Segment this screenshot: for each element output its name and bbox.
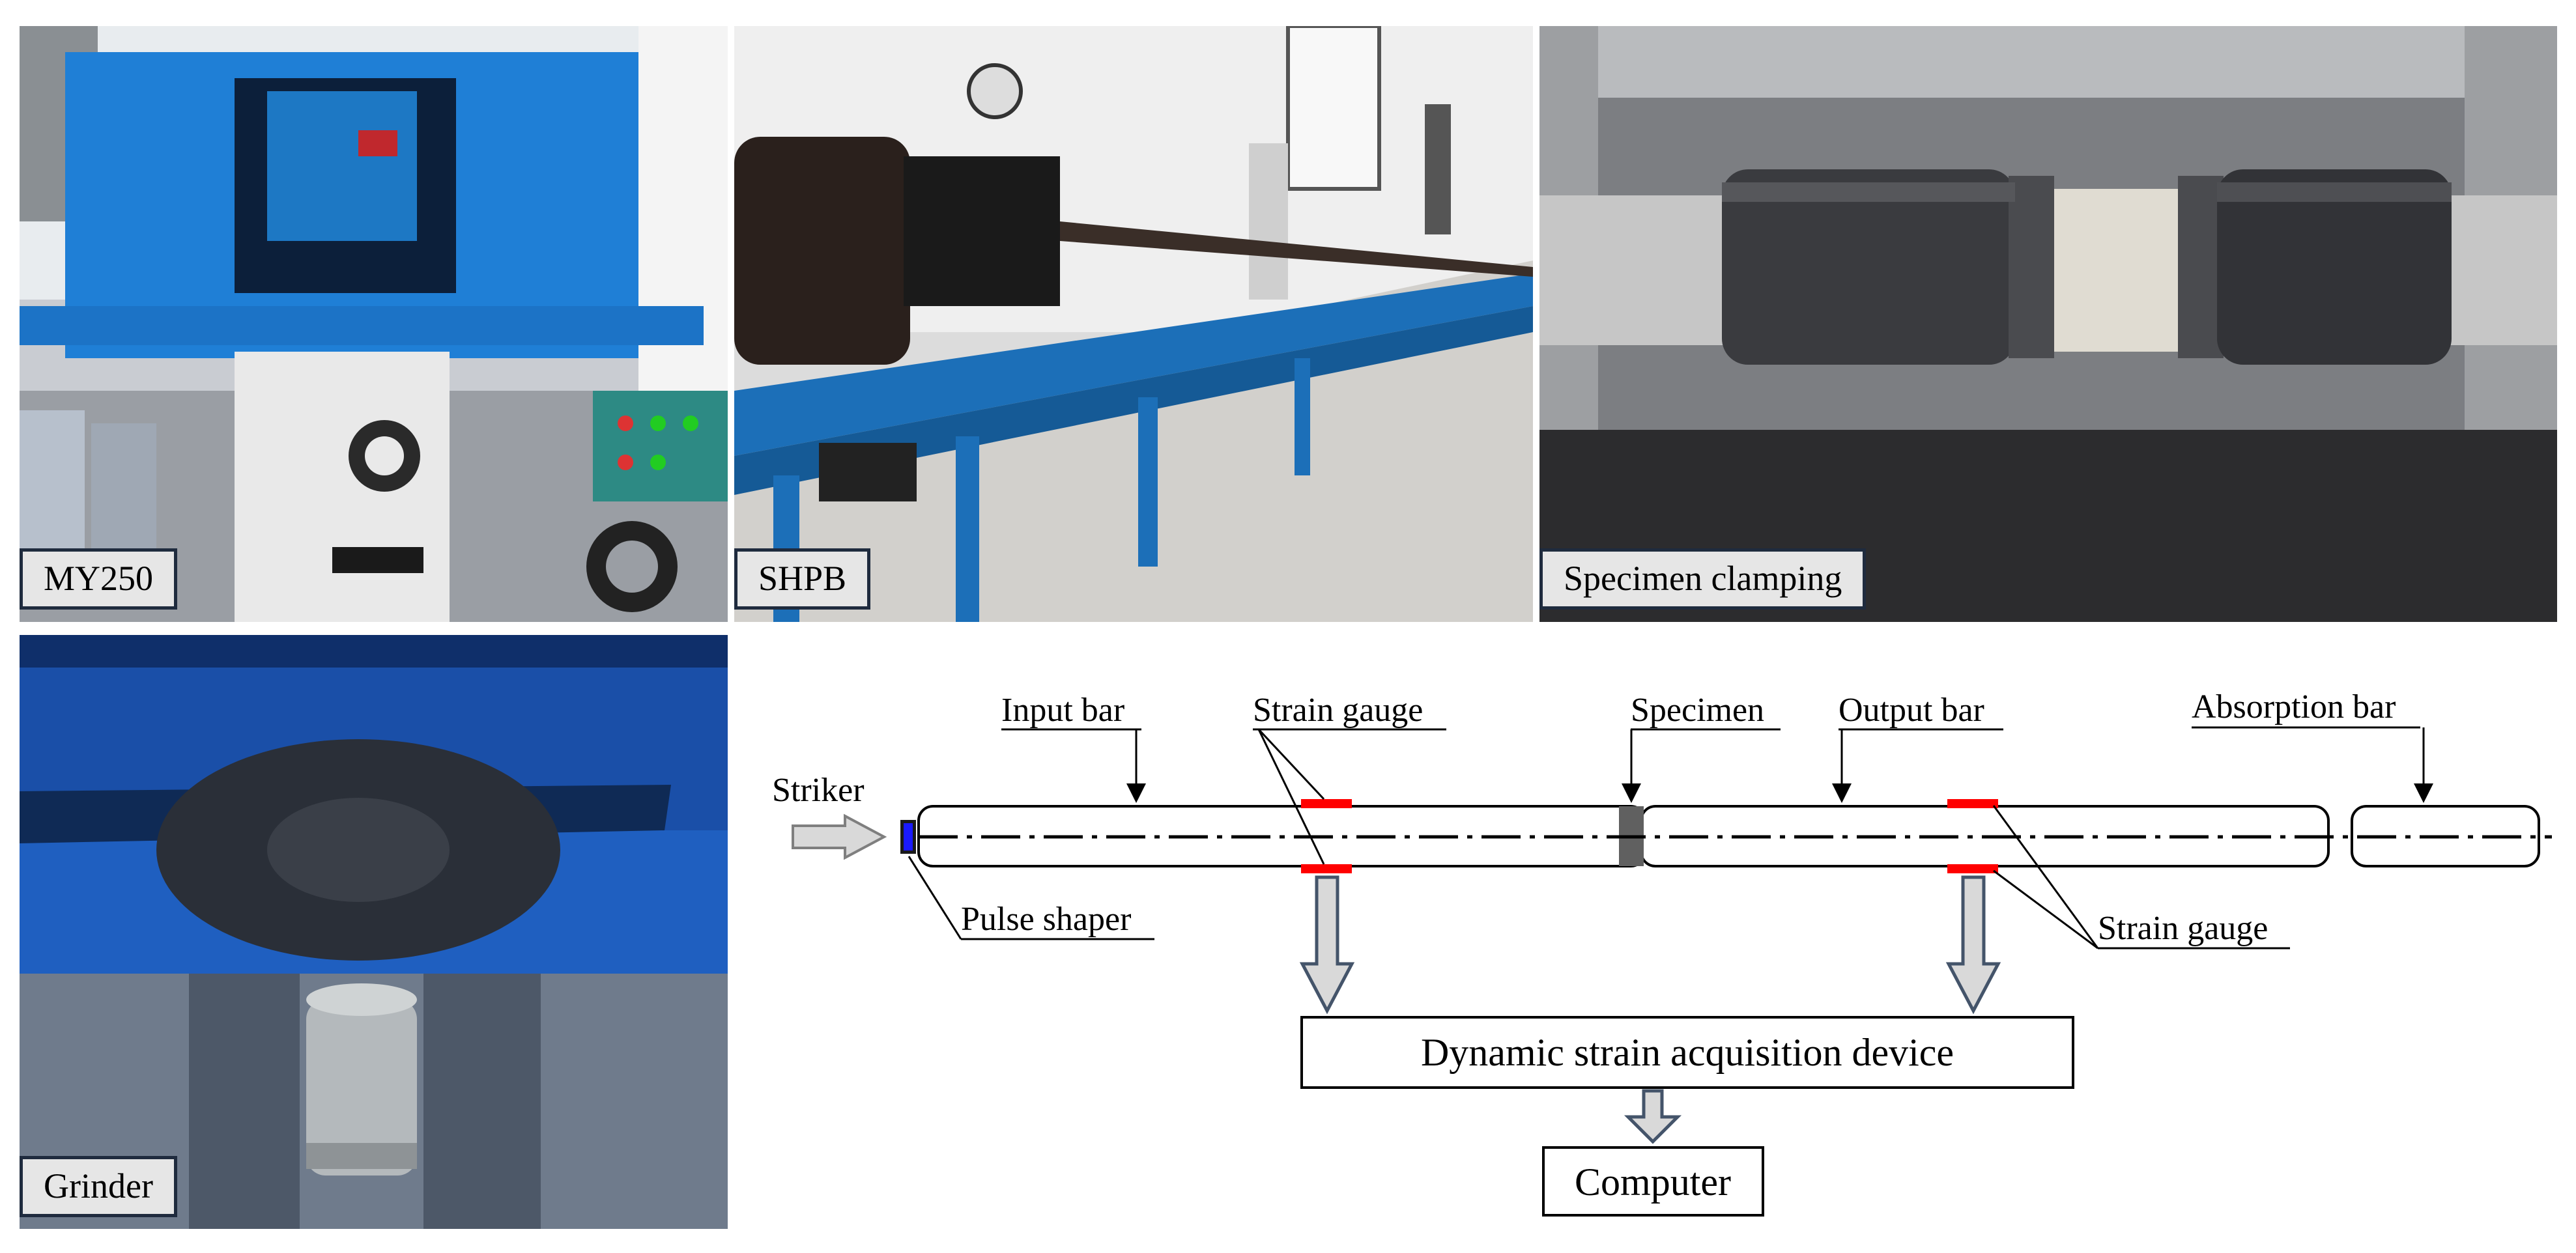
specimen-clamping-caption: Specimen clamping [1539,548,1867,610]
strain-gauge-input-top [1301,799,1352,808]
pulse-shaper-label: Pulse shaper [961,901,1131,938]
my250-machine-illustration [20,26,728,622]
signal-arrow-output [1945,875,2001,1015]
acquisition-device-label: Dynamic strain acquisition device [1421,1031,1954,1074]
shpb-apparatus-illustration [734,26,1533,622]
my250-photo [20,26,728,622]
grinder-illustration [20,635,728,1229]
grinder-caption: Grinder [20,1156,177,1217]
pulse-shaper-fill [904,823,913,851]
strain-gauge-top-label: Strain gauge [1253,692,1423,729]
strain-gauge-top-pointer-1 [1257,728,1325,800]
strain-gauge-bottom-pointer-1 [1992,805,2099,949]
strain-gauge-input-bottom [1301,864,1352,873]
computer-label: Computer [1575,1161,1731,1204]
strain-gauge-output-bottom [1947,864,1998,873]
strain-gauge-output-top [1947,799,1998,808]
signal-arrow-computer [1624,1089,1682,1144]
strain-gauge-bottom-pointer-2 [1993,869,2098,950]
pulse-shaper-pointer [908,856,962,940]
shpb-photo [734,26,1533,622]
acquisition-device-box [1300,1016,2074,1089]
striker-label: Striker [772,772,865,809]
shpb-schematic-svg: Striker Input bar Strain gauge Specimen … [772,688,2552,1217]
input-bar-label: Input bar [1001,692,1124,729]
strain-gauge-top-pointer-2 [1257,729,1325,865]
strain-gauge-bottom-label: Strain gauge [2098,910,2268,947]
output-bar-label: Output bar [1839,692,1984,729]
specimen-label: Specimen [1631,692,1764,729]
my250-caption: MY250 [20,548,178,610]
grinder-photo [20,635,728,1229]
shpb-caption: SHPB [734,548,871,610]
absorption-bar-label: Absorption bar [2192,688,2396,725]
specimen-clamping-photo [1539,26,2557,622]
computer-box [1542,1146,1764,1217]
shpb-schematic: Striker Input bar Strain gauge Specimen … [734,635,2576,1253]
specimen-clamping-illustration [1539,26,2557,622]
striker-arrow [792,813,887,860]
signal-arrow-input [1299,875,1355,1015]
